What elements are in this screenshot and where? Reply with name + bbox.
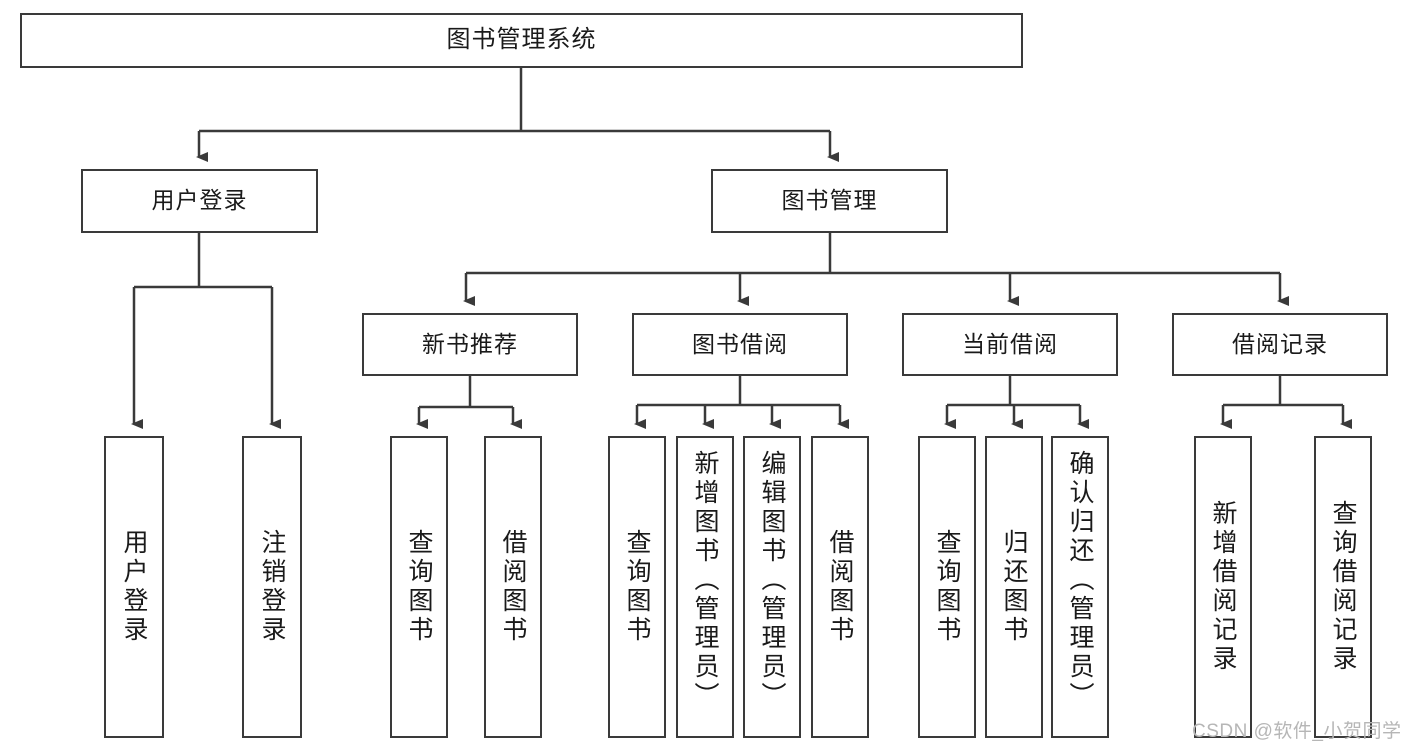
node-label: 查询图书 (623, 529, 651, 645)
node-label: 图书管理系统 (446, 26, 597, 54)
node-book-management[interactable]: 图书管理 (711, 169, 948, 233)
leaf-book-borrow-add[interactable]: 新增图书（管理员） (676, 436, 734, 738)
leaf-new-book-borrow[interactable]: 借阅图书 (484, 436, 542, 738)
leaf-borrow-record-add[interactable]: 新增借阅记录 (1194, 436, 1252, 738)
leaf-book-borrow-query[interactable]: 查询图书 (608, 436, 666, 738)
node-label: 用户登录 (120, 529, 148, 645)
node-user-login[interactable]: 用户登录 (81, 169, 318, 233)
leaf-user-login-login[interactable]: 用户登录 (104, 436, 164, 738)
node-label: 编辑图书（管理员） (758, 450, 786, 711)
node-label: 确认归还（管理员） (1066, 450, 1094, 711)
node-root[interactable]: 图书管理系统 (20, 13, 1023, 68)
node-label: 注销登录 (258, 529, 286, 645)
node-label: 查询图书 (405, 529, 433, 645)
node-label: 图书管理 (781, 187, 878, 214)
node-label: 归还图书 (1000, 529, 1028, 645)
leaf-book-borrow-borrow[interactable]: 借阅图书 (811, 436, 869, 738)
node-label: 查询图书 (933, 529, 961, 645)
leaf-book-borrow-edit[interactable]: 编辑图书（管理员） (743, 436, 801, 738)
node-label: 新增借阅记录 (1209, 500, 1237, 674)
leaf-user-login-logout[interactable]: 注销登录 (242, 436, 302, 738)
node-label: 借阅图书 (826, 529, 854, 645)
node-borrow-record[interactable]: 借阅记录 (1172, 313, 1388, 376)
csdn-watermark: CSDN @软件_小贺同学 (1192, 721, 1402, 742)
leaf-current-borrow-return[interactable]: 归还图书 (985, 436, 1043, 738)
node-current-borrow[interactable]: 当前借阅 (902, 313, 1118, 376)
leaf-current-borrow-confirm-return[interactable]: 确认归还（管理员） (1051, 436, 1109, 738)
node-label: 图书借阅 (692, 330, 788, 357)
node-label: 用户登录 (151, 187, 248, 214)
node-label: 借阅图书 (499, 529, 527, 645)
node-label: 借阅记录 (1232, 330, 1328, 357)
leaf-new-book-query[interactable]: 查询图书 (390, 436, 448, 738)
node-new-book-recommend[interactable]: 新书推荐 (362, 313, 578, 376)
node-label: 新书推荐 (422, 330, 518, 357)
node-label: 当前借阅 (962, 330, 1058, 357)
node-book-borrow[interactable]: 图书借阅 (632, 313, 848, 376)
node-label: 新增图书（管理员） (691, 450, 719, 711)
node-label: 查询借阅记录 (1329, 500, 1357, 674)
leaf-borrow-record-query[interactable]: 查询借阅记录 (1314, 436, 1372, 738)
leaf-current-borrow-query[interactable]: 查询图书 (918, 436, 976, 738)
